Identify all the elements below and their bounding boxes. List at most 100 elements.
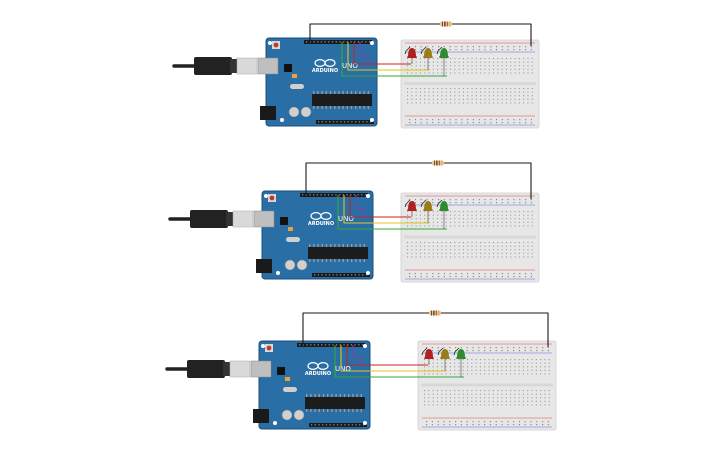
- terminal-hole: [480, 95, 482, 97]
- terminal-hole: [518, 400, 520, 402]
- terminal-hole: [436, 397, 438, 399]
- header-pin: [362, 274, 364, 276]
- signal-wire-purple[interactable]: [352, 345, 362, 367]
- terminal-hole: [480, 61, 482, 63]
- terminal-hole: [441, 366, 443, 368]
- ground-wire[interactable]: [309, 23, 440, 42]
- signal-wire-purple[interactable]: [355, 195, 365, 219]
- chip-pin: [306, 394, 308, 397]
- terminal-hole: [475, 72, 477, 74]
- chip-pin: [356, 409, 358, 412]
- rail-hole: [426, 273, 428, 275]
- terminal-hole: [540, 362, 542, 364]
- terminal-hole: [467, 214, 469, 216]
- terminal-hole: [514, 366, 516, 368]
- terminal-hole: [505, 61, 507, 63]
- terminal-hole: [441, 211, 443, 213]
- signal-wire-green[interactable]: [334, 345, 464, 378]
- signal-wire-red[interactable]: [349, 195, 411, 218]
- led[interactable]: [420, 199, 433, 211]
- terminal-hole: [475, 369, 477, 371]
- signal-wire-yellow[interactable]: [347, 42, 429, 71]
- terminal-hole: [445, 366, 447, 368]
- ground-wire[interactable]: [452, 23, 532, 46]
- terminal-hole: [488, 390, 490, 392]
- signal-wire-yellow[interactable]: [343, 195, 429, 224]
- signal-wire-red[interactable]: [353, 42, 411, 65]
- resistor-icon[interactable]: [429, 310, 441, 316]
- header-pin: [314, 424, 316, 426]
- terminal-hole: [428, 249, 430, 251]
- led[interactable]: [404, 199, 417, 211]
- terminal-hole: [411, 72, 413, 74]
- terminal-hole: [467, 400, 469, 402]
- rail-hole: [490, 49, 492, 51]
- led[interactable]: [437, 347, 450, 359]
- breadboard[interactable]: [400, 192, 540, 283]
- terminal-hole: [522, 359, 524, 361]
- terminal-hole: [518, 366, 520, 368]
- terminal-hole: [492, 366, 494, 368]
- resistor-icon[interactable]: [440, 21, 452, 27]
- terminal-hole: [544, 359, 546, 361]
- terminal-hole: [514, 72, 516, 74]
- terminal-hole: [523, 214, 525, 216]
- terminal-hole: [518, 95, 520, 97]
- terminal-hole: [518, 373, 520, 375]
- signal-wire-green[interactable]: [337, 195, 447, 230]
- chip-pin: [342, 244, 344, 247]
- led[interactable]: [421, 347, 434, 359]
- rail-hole: [409, 119, 411, 121]
- terminal-hole: [462, 95, 464, 97]
- terminal-hole: [428, 211, 430, 213]
- led[interactable]: [404, 46, 417, 58]
- header-pin: [335, 41, 337, 43]
- ground-wire[interactable]: [441, 312, 549, 347]
- chip-pin: [338, 244, 340, 247]
- rail-hole: [420, 119, 422, 121]
- terminal-hole: [419, 61, 421, 63]
- terminal-hole: [505, 68, 507, 70]
- terminal-hole: [450, 98, 452, 100]
- signal-wire-green[interactable]: [341, 42, 447, 77]
- terminal-hole: [540, 404, 542, 406]
- ground-wire[interactable]: [444, 162, 532, 199]
- ground-wire[interactable]: [302, 312, 429, 345]
- rail-hole: [518, 421, 520, 423]
- terminal-hole: [479, 404, 481, 406]
- terminal-hole: [493, 98, 495, 100]
- terminal-hole: [527, 373, 529, 375]
- ground-wire[interactable]: [305, 162, 432, 195]
- rail-hole: [455, 273, 457, 275]
- led[interactable]: [420, 46, 433, 58]
- resistor-icon[interactable]: [432, 160, 444, 166]
- terminal-hole: [428, 245, 430, 247]
- led[interactable]: [436, 199, 449, 211]
- terminal-hole: [527, 95, 529, 97]
- terminal-hole: [454, 359, 456, 361]
- terminal-hole: [484, 359, 486, 361]
- led[interactable]: [453, 347, 466, 359]
- terminal-hole: [441, 404, 443, 406]
- header-pin: [325, 424, 328, 426]
- terminal-hole: [467, 61, 469, 63]
- chip-pin: [346, 91, 348, 94]
- signal-wire-yellow[interactable]: [340, 345, 446, 372]
- terminal-hole: [471, 393, 473, 395]
- signal-wire-purple[interactable]: [359, 42, 369, 66]
- signal-wire-red[interactable]: [346, 345, 428, 366]
- rail-hole: [518, 424, 520, 426]
- breadboard[interactable]: [417, 340, 557, 431]
- rail-hole: [490, 202, 492, 204]
- terminal-hole: [441, 390, 443, 392]
- header-pin: [365, 274, 368, 276]
- led[interactable]: [436, 46, 449, 58]
- header-pin: [358, 274, 360, 276]
- terminal-hole: [462, 393, 464, 395]
- breadboard[interactable]: [400, 39, 540, 129]
- terminal-hole: [518, 359, 520, 361]
